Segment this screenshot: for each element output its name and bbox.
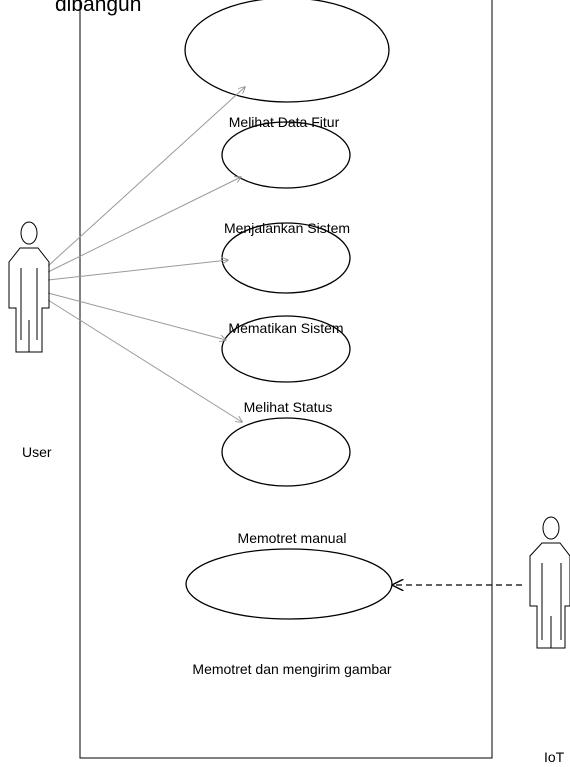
use-case-label-melihat-data-fitur: Melihat Data Fitur — [229, 114, 340, 130]
use-case-label-menjalankan-sistem: Menjalankan Sistem — [224, 220, 350, 236]
use-case-label-memotret-manual: Memotret manual — [238, 530, 347, 546]
association-line — [47, 260, 228, 281]
association-line — [47, 177, 241, 273]
iot-actor-icon — [529, 516, 570, 649]
actor-iot-label: IoT — [544, 749, 565, 765]
use-case-label-memotret-dan-mengirim-gambar: Memotret dan mengirim gambar — [192, 661, 392, 677]
association-line — [47, 299, 242, 422]
use-case-ellipse-melihat-status — [221, 417, 351, 487]
system-title: dibangun — [55, 0, 141, 16]
use-case-ellipse-melihat-data-fitur — [221, 121, 351, 189]
actor-user-label: User — [22, 444, 52, 460]
user-actor-icon — [8, 221, 50, 353]
use-case-ellipse-mematikan-sistem — [221, 315, 351, 383]
use-case-ellipse-memotret — [185, 548, 393, 620]
use-case-label-melihat-status: Melihat Status — [244, 399, 333, 415]
association-line — [47, 87, 245, 267]
system-boundary — [79, 0, 493, 759]
association-line — [47, 292, 226, 340]
use-case-label-mematikan-sistem: Mematikan Sistem — [228, 320, 343, 336]
use-case-ellipse-top — [184, 0, 390, 103]
